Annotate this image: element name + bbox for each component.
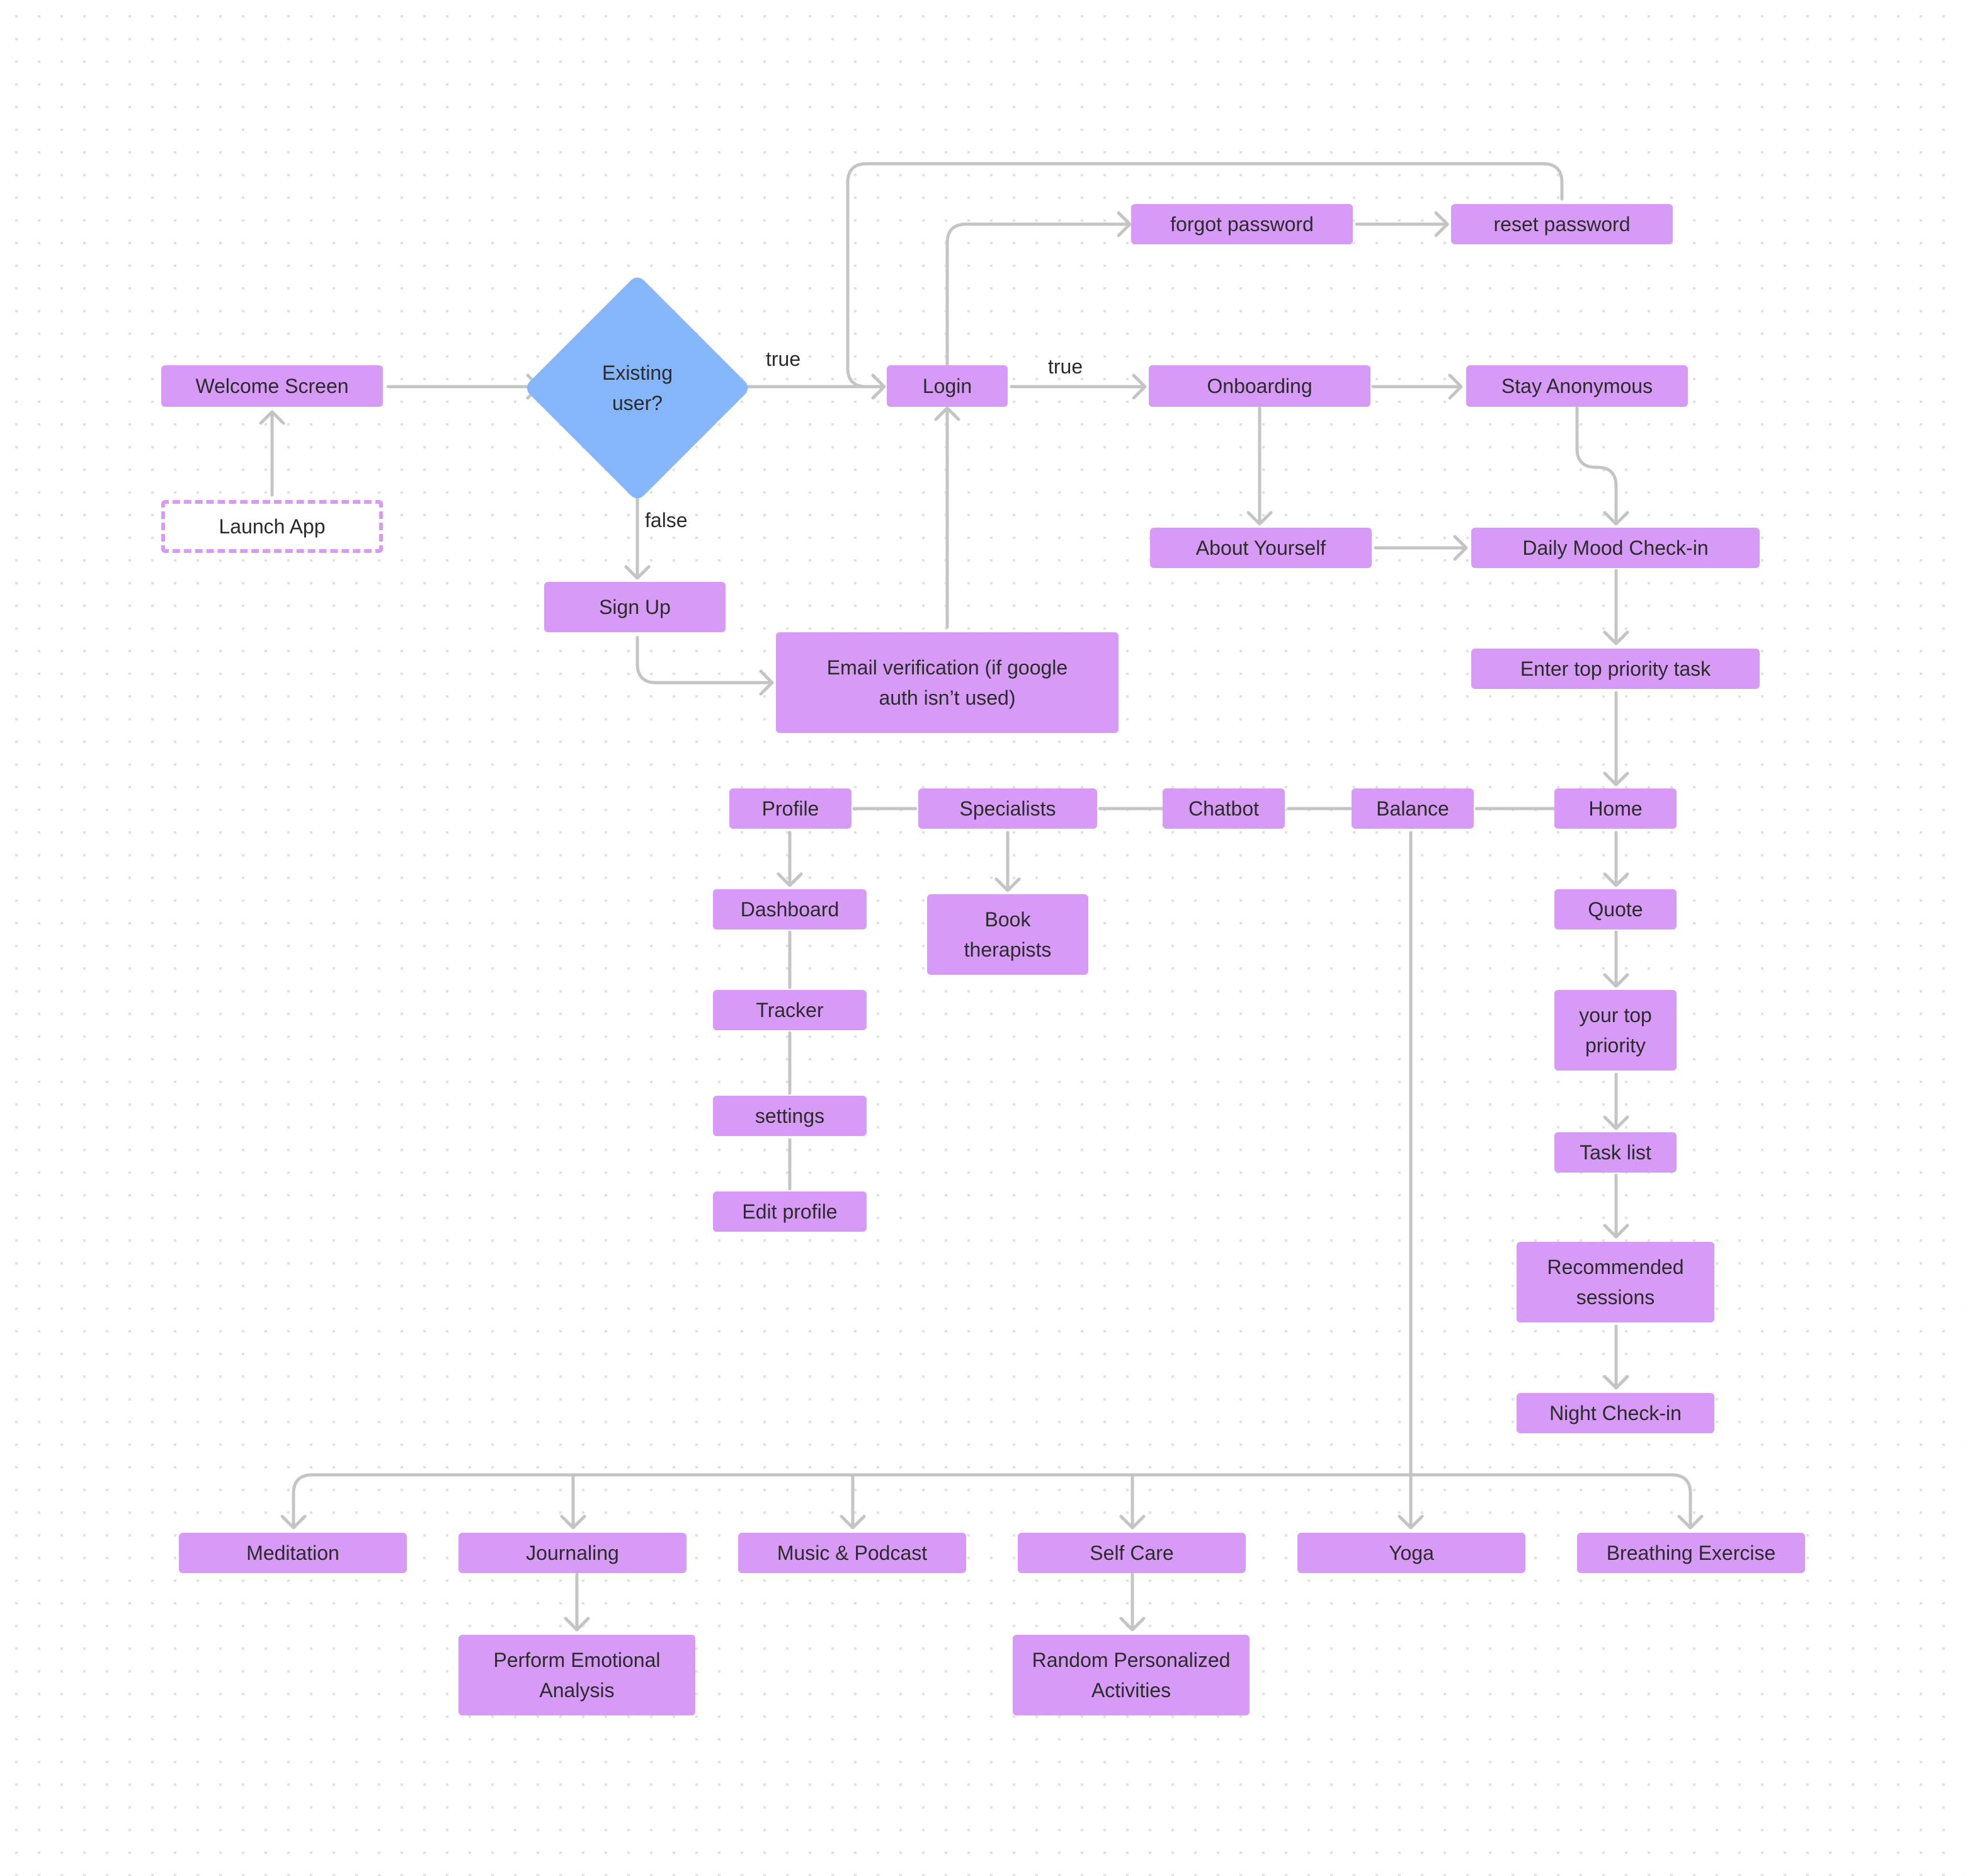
- node-yoga[interactable]: Yoga: [1297, 1533, 1525, 1573]
- edge-reset-to-login: [846, 162, 1564, 389]
- node-enter-top-priority-task[interactable]: Enter top priority task: [1471, 649, 1760, 689]
- node-chatbot[interactable]: Chatbot: [1163, 788, 1285, 829]
- edge-mood-to-priority: [1603, 569, 1629, 645]
- edge-bus-to-music: [840, 1473, 866, 1530]
- node-meditation[interactable]: Meditation: [179, 1533, 407, 1573]
- node-music-podcast[interactable]: Music & Podcast: [738, 1533, 966, 1573]
- edge-home-to-quote: [1603, 831, 1629, 887]
- edge-label-false-signup: false: [645, 509, 688, 532]
- node-reset-password[interactable]: reset password: [1451, 204, 1673, 244]
- edge-bus-to-meditation: [280, 1473, 314, 1530]
- node-home[interactable]: Home: [1554, 788, 1677, 829]
- edge-profile-to-dashboard: [777, 831, 803, 887]
- node-onboarding[interactable]: Onboarding: [1149, 365, 1370, 407]
- edge-signup-to-email: [635, 635, 774, 696]
- edge-email-to-login: [934, 406, 960, 629]
- decision-existing-user-label: Existing user?: [601, 361, 673, 414]
- edge-bottom-bus: [310, 1473, 1704, 1530]
- edge-anonymous-to-mood: [1575, 406, 1629, 526]
- node-settings[interactable]: settings: [713, 1096, 867, 1136]
- edge-selfcare-to-random: [1119, 1572, 1146, 1632]
- edge-quote-to-priority: [1603, 930, 1629, 988]
- node-night-checkin[interactable]: Night Check-in: [1517, 1393, 1714, 1433]
- node-daily-mood-checkin[interactable]: Daily Mood Check-in: [1471, 528, 1760, 568]
- node-recommended-sessions[interactable]: Recommended sessions: [1517, 1242, 1714, 1322]
- edge-label-true-onboarding: true: [1048, 355, 1083, 378]
- node-breathing-exercise[interactable]: Breathing Exercise: [1577, 1533, 1805, 1573]
- node-stay-anonymous[interactable]: Stay Anonymous: [1466, 365, 1688, 407]
- edge-onboarding-to-anonymous: [1371, 373, 1463, 400]
- node-journaling[interactable]: Journaling: [458, 1533, 686, 1573]
- edge-welcome-to-decision: [386, 373, 541, 400]
- node-task-list[interactable]: Task list: [1554, 1132, 1677, 1173]
- node-balance[interactable]: Balance: [1352, 788, 1474, 829]
- edge-forgot-to-reset: [1355, 211, 1449, 237]
- edge-login-to-onboarding: [1010, 373, 1147, 400]
- edge-label-true-login: true: [766, 348, 801, 370]
- node-email-verification[interactable]: Email verification (if google auth isn’t…: [776, 632, 1119, 733]
- edge-login-to-forgot: [945, 211, 1132, 367]
- node-random-personalized-activities[interactable]: Random Personalized Activities: [1013, 1635, 1250, 1715]
- edge-bus-to-selfcare: [1119, 1473, 1146, 1530]
- node-quote[interactable]: Quote: [1554, 889, 1677, 929]
- node-login[interactable]: Login: [887, 365, 1008, 407]
- edge-priority-to-tasklist: [1603, 1072, 1629, 1130]
- edge-launch-to-welcome: [259, 410, 285, 497]
- node-book-therapists[interactable]: Book therapists: [927, 894, 1088, 975]
- node-welcome-screen[interactable]: Welcome Screen: [161, 365, 383, 407]
- node-profile[interactable]: Profile: [729, 788, 852, 829]
- edge-bus-to-journaling: [560, 1473, 586, 1530]
- node-your-top-priority[interactable]: your top priority: [1554, 990, 1677, 1071]
- node-edit-profile[interactable]: Edit profile: [713, 1191, 867, 1232]
- node-forgot-password[interactable]: forgot password: [1131, 204, 1353, 244]
- node-launch-app[interactable]: Launch App: [161, 500, 383, 553]
- node-specialists[interactable]: Specialists: [918, 788, 1097, 829]
- node-self-care[interactable]: Self Care: [1018, 1533, 1246, 1573]
- edge-recommended-to-night: [1603, 1324, 1629, 1390]
- edge-priority-to-home: [1603, 691, 1629, 787]
- edge-tasklist-to-recommended: [1603, 1173, 1629, 1239]
- edge-about-to-mood: [1374, 535, 1468, 561]
- edge-journaling-to-analysis: [564, 1572, 590, 1632]
- edge-onboarding-to-about: [1246, 406, 1273, 526]
- node-dashboard[interactable]: Dashboard: [713, 889, 867, 929]
- edge-specialists-to-book: [994, 831, 1021, 892]
- node-perform-emotional-analysis[interactable]: Perform Emotional Analysis: [458, 1635, 695, 1715]
- node-about-yourself[interactable]: About Yourself: [1150, 528, 1372, 568]
- node-tracker[interactable]: Tracker: [713, 990, 867, 1030]
- node-sign-up[interactable]: Sign Up: [544, 582, 726, 632]
- edge-balance-trunk: [1398, 831, 1424, 1530]
